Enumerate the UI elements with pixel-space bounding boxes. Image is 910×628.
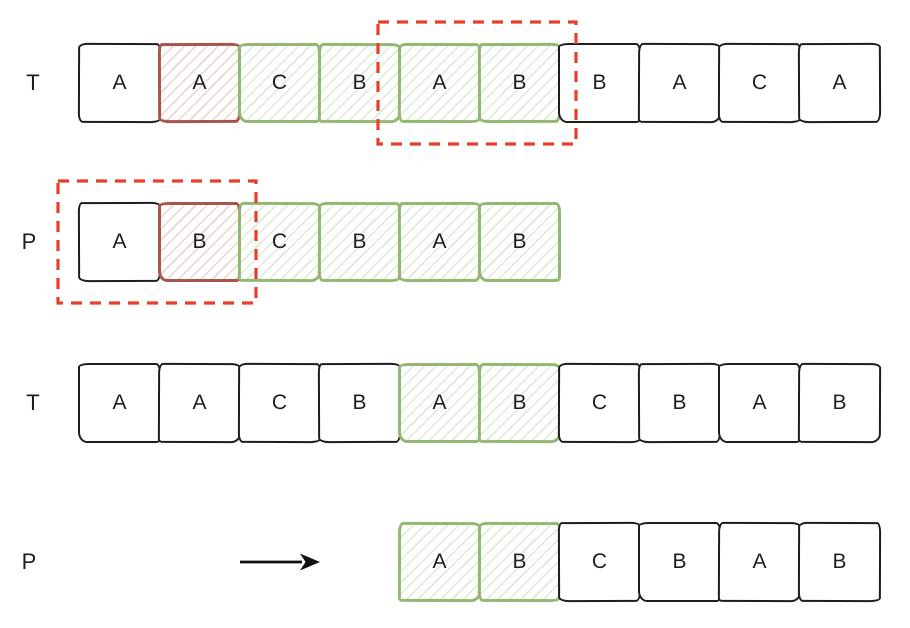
cell-P2-2: C [557, 521, 642, 603]
cell-P2-5: B [797, 521, 882, 603]
row-label-pattern-2: P [21, 549, 37, 574]
cell-T2-0: A [78, 363, 161, 443]
cell-T2-6: C [557, 362, 642, 444]
cell-P1-2: C [237, 201, 322, 283]
cell-T2-3: B [317, 362, 402, 444]
row-label-text-2: T [26, 390, 40, 415]
cell-T2-2: C [237, 362, 322, 444]
cell-T2-7: B [637, 362, 722, 444]
shift-right-arrow-icon [240, 553, 320, 571]
cell-P1-4: A [397, 201, 482, 283]
cell-P2-0: A [397, 521, 482, 603]
cell-T2-8: A [718, 363, 801, 443]
cell-T2-5: B [477, 362, 562, 444]
cell-T2-4: A [398, 363, 481, 443]
cell-T1-9: A [797, 42, 882, 124]
cell-T1-2: C [238, 43, 321, 123]
cell-T1-7: A [637, 42, 722, 124]
cell-P1-3: B [317, 201, 402, 283]
cell-T1-5: B [477, 42, 562, 124]
row-label-pattern-1: P [21, 229, 37, 254]
cell-T1-3: B [317, 42, 402, 124]
cell-P2-1: B [477, 521, 562, 603]
cell-P2-4: A [717, 521, 802, 603]
cell-T1-8: C [717, 42, 802, 124]
cell-T1-6: B [558, 43, 641, 123]
cell-T2-9: B [797, 362, 882, 444]
cell-T1-1: A [157, 42, 242, 124]
cell-T1-0: A [77, 42, 162, 124]
cell-P1-0: A [77, 201, 162, 283]
cell-T1-4: A [397, 42, 482, 124]
cell-P2-3: B [638, 522, 721, 602]
cell-T2-1: A [157, 362, 242, 444]
row-label-text-1: T [26, 70, 40, 95]
cell-P1-1: B [158, 202, 241, 282]
cell-P1-5: B [478, 202, 561, 282]
